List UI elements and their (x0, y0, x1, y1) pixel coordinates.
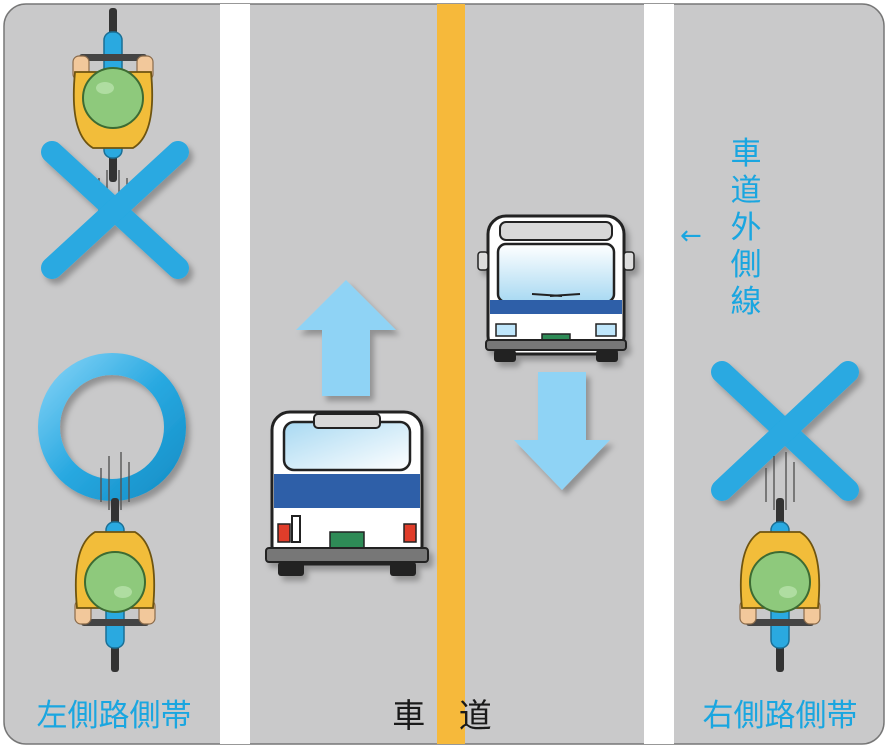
roadway-label: 車 道 (392, 696, 504, 735)
up-arrow-icon (296, 280, 396, 396)
outer-line-char: 道 (730, 173, 762, 209)
center-line (437, 4, 465, 744)
outer-line-char: 線 (730, 284, 762, 320)
outer-line-label: 車 道 外 側 線 (716, 136, 776, 321)
bus-front-icon (476, 214, 636, 364)
outer-line-arrow: ← (680, 221, 702, 251)
outer-line-char: 車 (730, 136, 762, 172)
cross-icon (711, 361, 859, 501)
left-edge-line (220, 4, 250, 744)
outer-line-char: 外 (730, 210, 762, 246)
right-edge-line (644, 4, 674, 744)
circle-icon (38, 353, 186, 501)
right-band-label: 右側路側帯 (702, 698, 858, 734)
bus-rear-icon (264, 410, 430, 578)
left-band-label: 左側路側帯 (36, 698, 192, 734)
cross-icon (41, 141, 189, 279)
down-arrow-icon (514, 372, 610, 490)
outer-line-char: 側 (730, 247, 762, 283)
